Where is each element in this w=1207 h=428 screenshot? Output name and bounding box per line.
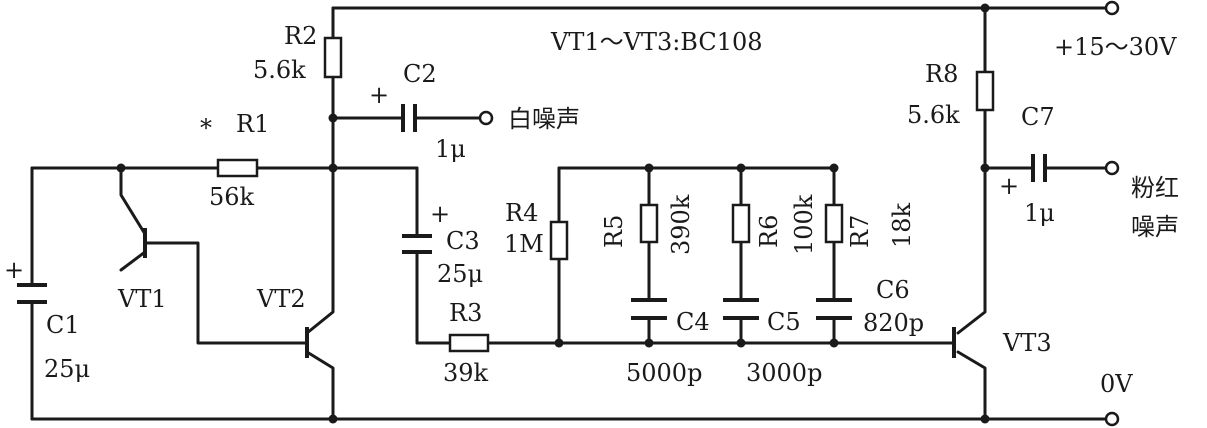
c3-name-label: C3 <box>446 227 480 255</box>
junction-dot <box>829 163 839 173</box>
labels: VT1～VT3:BC108 +15～30V 0V 白噪声 粉红 噪声 * R1 … <box>4 22 1179 398</box>
supply-terminal <box>1104 0 1120 16</box>
c1-value-label: 25μ <box>44 355 90 383</box>
capacitors <box>17 104 1047 320</box>
r4-name-label: R4 <box>505 199 538 227</box>
supply-label: +15～30V <box>1054 33 1177 61</box>
diagram-title: VT1～VT3:BC108 <box>550 28 763 56</box>
junction-dot <box>644 338 654 348</box>
c2-value-label: 1μ <box>435 135 466 163</box>
vt3-emitter-wire <box>956 350 987 421</box>
r1-resistor <box>216 158 259 178</box>
pink-noise-label-line1: 粉红 <box>1131 174 1179 202</box>
r1-star-mark: * <box>200 114 212 142</box>
r3-value-label: 39k <box>443 359 489 387</box>
r6-name-label: R6 <box>755 215 783 248</box>
c5-value-label: 3000p <box>746 359 822 387</box>
vt1-base-wire <box>143 241 309 345</box>
c4-name-label: C4 <box>676 308 710 336</box>
junction-dot <box>736 338 746 348</box>
junction-dot <box>980 163 990 173</box>
c3-plus-sign: + <box>430 200 450 228</box>
c4-capacitor <box>631 298 667 320</box>
junction-dot <box>980 414 990 424</box>
pink-noise-terminal <box>1104 160 1120 176</box>
junction-dot <box>116 163 126 173</box>
white-noise-terminal <box>478 110 494 126</box>
ground-label: 0V <box>1100 370 1133 398</box>
junction-dot <box>328 414 338 424</box>
c6-value-label: 820p <box>863 309 924 337</box>
c7-value-label: 1μ <box>1024 199 1055 227</box>
c4-value-label: 5000p <box>626 359 702 387</box>
r2-name-label: R2 <box>284 22 317 50</box>
c7-name-label: C7 <box>1021 103 1055 131</box>
c3-capacitor <box>402 234 432 254</box>
c5-name-label: C5 <box>767 308 801 336</box>
r3-resistor <box>448 333 490 353</box>
r8-resistor <box>975 70 995 112</box>
junction-dot <box>554 338 564 348</box>
r3-name-label: R3 <box>449 299 482 327</box>
junction-dot <box>736 163 746 173</box>
vt2-collector-wire <box>305 166 335 335</box>
terminals <box>478 0 1120 427</box>
junctions <box>116 3 990 424</box>
c2-capacitor <box>401 104 417 132</box>
c6-capacitor <box>816 298 852 320</box>
r7-resistor <box>824 203 844 244</box>
junction-dot <box>328 113 338 123</box>
vt2-label: VT2 <box>256 285 306 313</box>
junction-dot <box>980 3 990 13</box>
r5-resistor <box>639 203 659 244</box>
ground-terminal <box>1104 411 1120 427</box>
r8-name-label: R8 <box>925 60 958 88</box>
transistor-bases <box>143 228 956 358</box>
vt2-emitter-wire <box>305 350 335 421</box>
white-noise-label: 白噪声 <box>508 105 580 133</box>
vt1-label: VT1 <box>117 285 167 313</box>
r4-value-label: 1M <box>504 230 544 258</box>
r1-value-label: 56k <box>209 183 255 211</box>
junction-dot <box>829 338 839 348</box>
r6-value-label: 100k <box>790 194 818 255</box>
wires <box>30 6 1108 421</box>
r7-name-label: R7 <box>846 215 874 248</box>
vt3-label: VT3 <box>1002 329 1052 357</box>
c2-plus-sign: + <box>369 81 389 109</box>
r1-name-label: R1 <box>236 110 269 138</box>
r5-value-label: 390k <box>667 194 695 255</box>
c2-name-label: C2 <box>403 60 437 88</box>
r8-value-label: 5.6k <box>907 101 960 129</box>
vt1-collector-wire <box>119 166 147 236</box>
junction-dot <box>644 163 654 173</box>
pink-noise-label-line2: 噪声 <box>1131 213 1179 241</box>
c7-plus-sign: + <box>999 172 1019 200</box>
c5-capacitor <box>723 298 759 320</box>
c3-branch-wire <box>415 166 956 345</box>
r4-resistor <box>549 220 569 261</box>
c3-value-label: 25μ <box>437 260 483 288</box>
c7-capacitor <box>1031 154 1047 182</box>
r2-value-label: 5.6k <box>253 56 306 84</box>
c6-name-label: C6 <box>876 276 910 304</box>
junction-dot <box>328 163 338 173</box>
vt1-emitter-wire <box>119 250 147 272</box>
c1-capacitor <box>17 283 47 304</box>
r5-name-label: R5 <box>600 215 628 248</box>
c1-plus-sign: + <box>4 256 24 284</box>
r6-resistor <box>731 203 751 244</box>
r7-value-label: 18k <box>888 202 916 248</box>
r2-resistor <box>323 36 343 79</box>
vt3-collector-wire <box>956 166 987 335</box>
resistors <box>216 36 995 353</box>
c1-name-label: C1 <box>46 311 80 339</box>
